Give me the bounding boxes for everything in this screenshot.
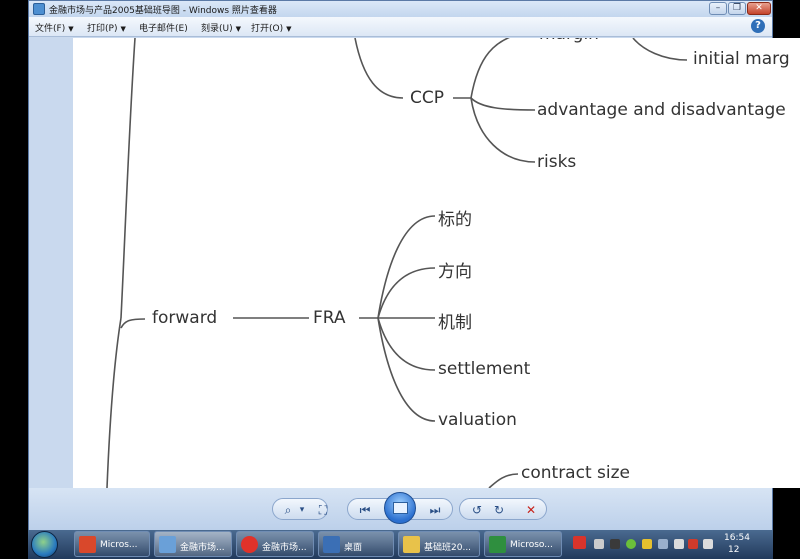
menu-open[interactable]: 打开(O)▼ xyxy=(251,21,292,34)
rotate-cw-icon[interactable]: ↻ xyxy=(493,503,505,517)
chevron-down-icon: ▼ xyxy=(68,25,74,33)
fit-to-window-icon[interactable]: ⛶ xyxy=(318,503,328,517)
connector-ccp-advantage xyxy=(470,97,536,111)
clock-time[interactable]: 16:54 xyxy=(724,533,750,543)
security-icon[interactable] xyxy=(626,539,636,549)
photo-viewer-app-icon xyxy=(33,3,45,15)
input-method-icon[interactable] xyxy=(573,536,586,549)
connector-root-forward xyxy=(120,318,146,329)
taskbar-item-label: 金融市场... xyxy=(262,543,307,553)
zoom-dropdown-icon[interactable]: ▾ xyxy=(299,505,305,515)
connector-margin-initial xyxy=(632,38,688,61)
start-button[interactable] xyxy=(31,531,58,558)
chevron-down-icon: ▼ xyxy=(286,25,292,33)
taskbar-item[interactable]: 金融市场... xyxy=(236,531,314,557)
node-contract-size: contract size xyxy=(521,463,630,483)
node-advantage-disadvantage: advantage and disadvantage xyxy=(537,100,786,120)
chevron-down-icon: ▼ xyxy=(120,25,126,33)
taskbar-item-label: Microso... xyxy=(510,540,553,550)
node-settlement: settlement xyxy=(438,359,531,379)
node-forward: forward xyxy=(152,308,218,328)
connector-fra-fangxiang xyxy=(377,267,436,319)
title-bar[interactable]: 金融市场与产品2005基础班导图 - Windows 照片查看器 – ❐ ✕ xyxy=(29,1,772,17)
tray-app-icon[interactable] xyxy=(658,539,668,549)
edit-group: ↺ ↻ ✕ xyxy=(459,498,547,520)
mindmap-connectors xyxy=(106,38,688,488)
connector-to-ccp xyxy=(354,38,404,99)
volume-icon[interactable] xyxy=(703,539,713,549)
taskbar-item[interactable]: Micros... xyxy=(74,531,150,557)
taskbar-item-label: 基础班20... xyxy=(424,543,472,553)
tray-arrow-icon[interactable] xyxy=(594,539,604,549)
connector-contract-size xyxy=(488,473,519,488)
slideshow-icon xyxy=(393,502,408,514)
flag-icon[interactable] xyxy=(674,539,684,549)
photo-viewer-icon xyxy=(159,536,176,553)
menu-bar: 文件(F)▼ 打印(P)▼ 电子邮件(E) 刻录(U)▼ 打开(O)▼ ? xyxy=(29,17,772,37)
zoom-group: ⌕ ▾ xyxy=(272,498,328,520)
tray-app-icon[interactable] xyxy=(642,539,652,549)
browser-icon xyxy=(241,536,258,553)
connector-root-upper xyxy=(120,38,136,319)
menu-email-label: 电子邮件(E) xyxy=(139,24,188,34)
node-risks: risks xyxy=(537,152,577,172)
taskbar-item-label: Micros... xyxy=(100,540,138,550)
zoom-icon[interactable]: ⌕ xyxy=(284,503,292,517)
node-initial-margin: initial marg xyxy=(693,49,790,69)
taskbar-item[interactable]: Microso... xyxy=(484,531,562,557)
close-button[interactable]: ✕ xyxy=(747,2,771,15)
node-biaodi: 标的 xyxy=(438,210,472,230)
network-icon[interactable] xyxy=(688,539,698,549)
previous-icon[interactable]: ⏮ xyxy=(359,503,371,517)
node-margin: margin xyxy=(539,38,599,44)
menu-print[interactable]: 打印(P)▼ xyxy=(87,21,126,34)
connector-fra-settlement xyxy=(377,317,436,371)
taskbar-item[interactable]: 基础班20... xyxy=(398,531,480,557)
photo-viewer-window: 金融市场与产品2005基础班导图 - Windows 照片查看器 – ❐ ✕ 文… xyxy=(28,0,800,530)
viewer-toolbar: ⌕ ▾ ⛶ ⏮ ⏭ ↺ ↻ ✕ xyxy=(29,488,772,530)
node-jizhi: 机制 xyxy=(438,313,472,333)
next-icon[interactable]: ⏭ xyxy=(429,503,441,517)
desktop-icon xyxy=(323,536,340,553)
help-icon[interactable]: ? xyxy=(751,19,765,33)
connector-fra-biaodi xyxy=(377,215,436,319)
menu-print-label: 打印(P) xyxy=(87,24,118,34)
chevron-down-icon: ▼ xyxy=(235,25,242,33)
menu-email[interactable]: 电子邮件(E) xyxy=(139,21,188,34)
image-canvas[interactable]: margin initial marg CCP advantage and di… xyxy=(73,38,800,488)
connector-fra-valuation xyxy=(377,317,436,422)
taskbar-item-label: 桌面 xyxy=(344,543,363,553)
excel-icon xyxy=(489,536,506,553)
window-title: 金融市场与产品2005基础班导图 - Windows 照片查看器 xyxy=(49,6,277,16)
menu-open-label: 打开(O) xyxy=(251,24,284,34)
node-ccp: CCP xyxy=(410,88,444,108)
node-fra: FRA xyxy=(313,308,346,328)
menu-burn-label: 刻录(U) xyxy=(201,24,233,34)
tray-app-icon[interactable] xyxy=(610,539,620,549)
taskbar: Micros... 金融市场... 金融市场... 桌面 基础班20... Mi… xyxy=(28,530,773,559)
connector-root-lower xyxy=(106,317,122,488)
rotate-ccw-icon[interactable]: ↺ xyxy=(471,503,483,517)
menu-burn[interactable]: 刻录(U)▼ xyxy=(201,21,241,34)
slideshow-button[interactable] xyxy=(384,492,416,524)
node-fangxiang: 方向 xyxy=(438,262,472,282)
powerpoint-icon xyxy=(79,536,96,553)
folder-icon xyxy=(403,536,420,553)
connector-ccp-margin xyxy=(470,38,510,99)
menu-file[interactable]: 文件(F)▼ xyxy=(35,21,74,34)
node-valuation: valuation xyxy=(438,410,517,430)
clock-date[interactable]: 12 xyxy=(728,545,740,555)
connector-ccp-risks xyxy=(470,97,536,163)
taskbar-item[interactable]: 金融市场... xyxy=(154,531,232,557)
taskbar-item-label: 金融市场... xyxy=(180,543,225,553)
minimize-button[interactable]: – xyxy=(709,2,727,15)
maximize-button[interactable]: ❐ xyxy=(728,2,746,15)
menu-file-label: 文件(F) xyxy=(35,24,66,34)
taskbar-item[interactable]: 桌面 xyxy=(318,531,394,557)
delete-icon[interactable]: ✕ xyxy=(525,503,537,517)
